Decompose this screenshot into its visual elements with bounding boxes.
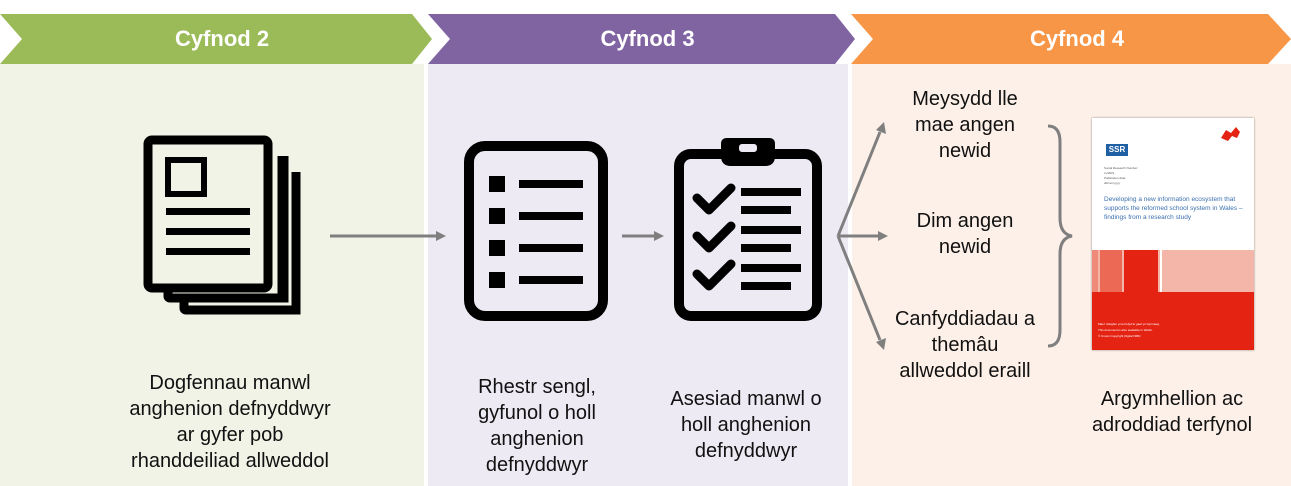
outcome-other-findings: Canfyddiadau a themâu allweddol eraill	[894, 308, 1036, 382]
phase-3-chevron	[428, 14, 855, 64]
arrow-branch-bottom	[836, 235, 882, 341]
phase-4-label: Cyfnod 4	[1029, 26, 1125, 51]
caption-documents: Dogfennau manwl anghenion defnyddwyr ar …	[129, 372, 331, 472]
report-series-line-2: xx/2021	[1104, 171, 1115, 175]
outcome-no-change: Dim angen newid	[916, 210, 1014, 258]
report-color-blocks	[1092, 250, 1254, 292]
report-footer: Mae'r ddogfen yma hefyd ar gael yn Gymra…	[1092, 292, 1254, 350]
phase-4-chevron	[851, 14, 1291, 64]
phase-2-label: Cyfnod 2	[174, 26, 270, 51]
outcome-changes-needed: Meysydd lle mae angen newid	[912, 88, 1018, 162]
caption-assessment: Asesiad manwl o holl anghenion defnyddwy…	[670, 388, 822, 462]
report-title: Developing a new information ecosystem t…	[1104, 196, 1243, 221]
phase-2-chevron	[0, 14, 432, 64]
phase-3-label: Cyfnod 3	[600, 26, 695, 51]
report-logo: SSR	[1106, 144, 1128, 156]
report-footer-line-1: Mae'r ddogfen yma hefyd ar gael yn Gymra…	[1098, 322, 1160, 326]
report-footer-line-2: This document is also available in Welsh…	[1098, 328, 1153, 332]
report-series-line-1: Social Research Number:	[1104, 166, 1139, 170]
welsh-government-logo	[1221, 127, 1240, 141]
documents-icon	[143, 135, 301, 315]
list-icon	[464, 141, 608, 321]
report-footer-line-3: © Crown Copyright Digital ISBN	[1098, 334, 1141, 338]
clipboard-checklist-icon	[674, 138, 822, 321]
report-cover-image: SSR Social Research Number: xx/2021 Publ…	[1092, 118, 1254, 350]
arrow-branch-top	[836, 131, 882, 237]
report-series-line-3: Publication date:	[1104, 176, 1127, 180]
caption-single-list: Rhestr sengl, gyfunol o holl anghenion d…	[478, 376, 596, 476]
phase-banner	[0, 14, 1291, 64]
caption-recommendations: Argymhellion ac adroddiad terfynol	[1091, 388, 1253, 436]
report-series-line-4: dd/mm/yyyy	[1104, 181, 1121, 185]
right-brace	[1047, 124, 1073, 348]
